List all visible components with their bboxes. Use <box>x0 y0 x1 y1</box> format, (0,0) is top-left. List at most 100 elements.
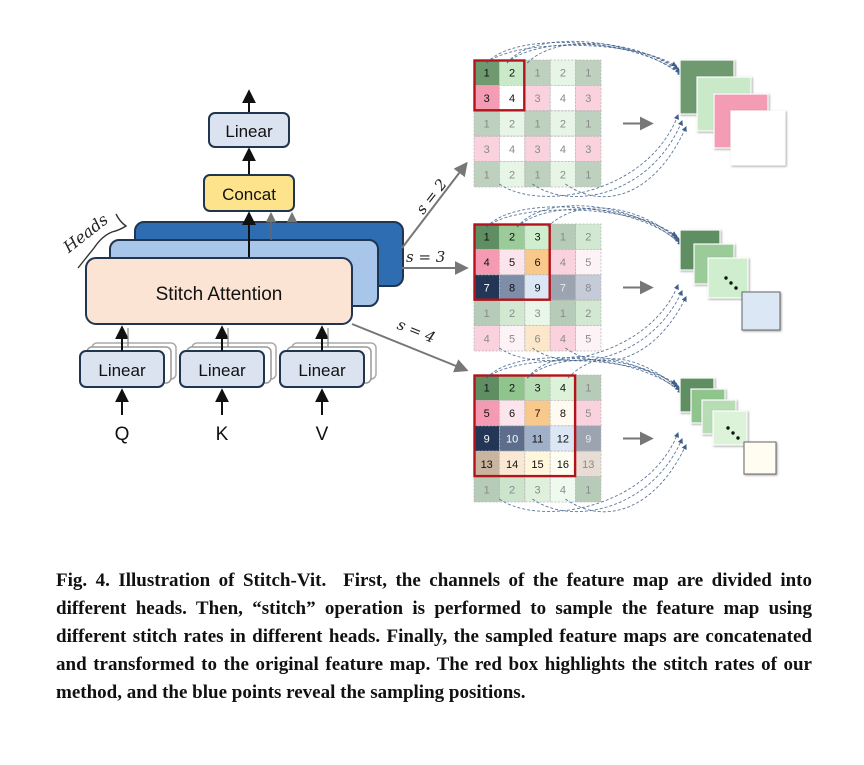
grid-cell-number: 2 <box>509 484 515 496</box>
grid-cell-number: 3 <box>534 308 540 320</box>
grid-cell-number: 1 <box>585 484 591 496</box>
sampling-curve <box>506 40 685 79</box>
grid-cell: 3 <box>524 135 551 162</box>
sampling-curve <box>486 44 677 67</box>
grid-cell-number: 5 <box>484 408 490 420</box>
stitch-rate-highlight-box <box>473 374 577 478</box>
grid-cell-number: 1 <box>585 383 591 395</box>
input-linear-label: Linear <box>298 361 346 380</box>
output-feature-maps-s3 <box>679 229 781 331</box>
sampling-curve <box>516 205 685 249</box>
grid-cell-number: 2 <box>509 232 515 244</box>
grid-cell-number: 5 <box>585 333 591 345</box>
grid-cell: 3 <box>524 299 551 327</box>
sampling-curve <box>499 431 679 512</box>
grid-cell-number: 9 <box>534 283 540 295</box>
grid-cell-number: 4 <box>560 144 566 156</box>
sampling-curve <box>532 120 683 197</box>
grid-cell: 2 <box>498 374 526 401</box>
grid-cell: 1 <box>473 110 500 137</box>
grid-cell: 13 <box>575 450 602 478</box>
grid-cell: 4 <box>549 248 577 276</box>
branch-label-s4: s = 4 <box>395 315 438 346</box>
caption-figure-label: Fig. 4. Illustration of Stitch-Vit. <box>56 570 327 591</box>
output-feature-map <box>712 410 748 446</box>
grid-cell-number: 12 <box>557 434 569 446</box>
grid-cell-number: 2 <box>585 232 591 244</box>
grid-cell-number: 13 <box>582 459 594 471</box>
grid-cell-number: 3 <box>534 232 540 244</box>
grid-cell-number: 1 <box>484 119 490 131</box>
grid-cell: 14 <box>498 450 526 478</box>
sampling-curve <box>565 444 687 513</box>
grid-cell-number: 3 <box>585 93 591 105</box>
grid-cell-number: 4 <box>484 333 490 345</box>
grid-cell: 9 <box>524 274 551 301</box>
output-feature-map <box>730 110 786 166</box>
grid-cell: 1 <box>524 59 551 86</box>
sampling-curve <box>499 113 679 197</box>
grid-cell: 2 <box>549 110 577 137</box>
output-feature-maps-s2 <box>679 59 786 166</box>
output-feature-map <box>707 257 749 299</box>
grid-cell: 7 <box>473 274 500 301</box>
grid-cell: 7 <box>524 399 551 427</box>
grid-cell: 2 <box>498 299 526 327</box>
grid-cell: 2 <box>549 59 577 86</box>
grid-cell: 1 <box>473 299 500 327</box>
grid-cell: 2 <box>575 299 602 327</box>
grid-cell-number: 8 <box>585 283 591 295</box>
grid-cell: 3 <box>473 135 500 162</box>
grid-cell: 4 <box>549 135 577 162</box>
grid-cell-number: 1 <box>484 68 490 80</box>
stitch-attention-box <box>85 257 353 325</box>
grid-cell: 5 <box>575 248 602 276</box>
grid-cell: 3 <box>575 85 602 112</box>
grid-cell-number: 3 <box>534 93 540 105</box>
grid-cell-number: 5 <box>585 257 591 269</box>
concat-label: Concat <box>222 185 276 204</box>
grid-cell-number: 2 <box>509 383 515 395</box>
sampling-curve <box>527 43 681 73</box>
grid-cell: 2 <box>498 161 526 188</box>
input-v-label: V <box>316 424 329 445</box>
grid-cell: 6 <box>498 399 526 427</box>
output-linear-label: Linear <box>225 122 273 141</box>
sampling-curve <box>567 358 681 391</box>
grid-cell: 1 <box>549 223 577 250</box>
grid-cell-number: 10 <box>506 434 518 446</box>
grid-cell-number: 5 <box>509 333 515 345</box>
grid-cell: 4 <box>498 85 526 112</box>
grid-cell: 1 <box>473 223 500 250</box>
grid-cell: 1 <box>575 476 602 503</box>
grid-cell-number: 4 <box>509 93 515 105</box>
stitch-rate-highlight-box <box>473 223 551 301</box>
grid-cell: 5 <box>575 399 602 427</box>
grid-cell-number: 7 <box>484 283 490 295</box>
grid-cell: 1 <box>473 59 500 86</box>
grid-cell-number: 13 <box>481 459 493 471</box>
sampling-curve <box>532 290 683 362</box>
grid-cell-number: 1 <box>560 308 566 320</box>
grid-cell-number: 1 <box>585 169 591 181</box>
input-linear-label: Linear <box>198 361 246 380</box>
grid-cell-number: 7 <box>534 408 540 420</box>
grid-cell: 2 <box>575 223 602 250</box>
grid-cell: 4 <box>549 325 577 352</box>
grid-cell: 3 <box>524 374 551 401</box>
grid-cell: 4 <box>549 374 577 401</box>
grid-cell-number: 6 <box>534 257 540 269</box>
grid-cell: 13 <box>473 450 500 478</box>
sampling-curve <box>499 284 679 361</box>
grid-cell-number: 1 <box>484 169 490 181</box>
stitch-rate-highlight-box <box>473 59 526 112</box>
grid-cell-number: 2 <box>585 308 591 320</box>
grid-cell-number: 7 <box>560 283 566 295</box>
grid-cell: 6 <box>524 248 551 276</box>
ellipsis-dot <box>724 276 728 280</box>
grid-cell: 1 <box>524 110 551 137</box>
